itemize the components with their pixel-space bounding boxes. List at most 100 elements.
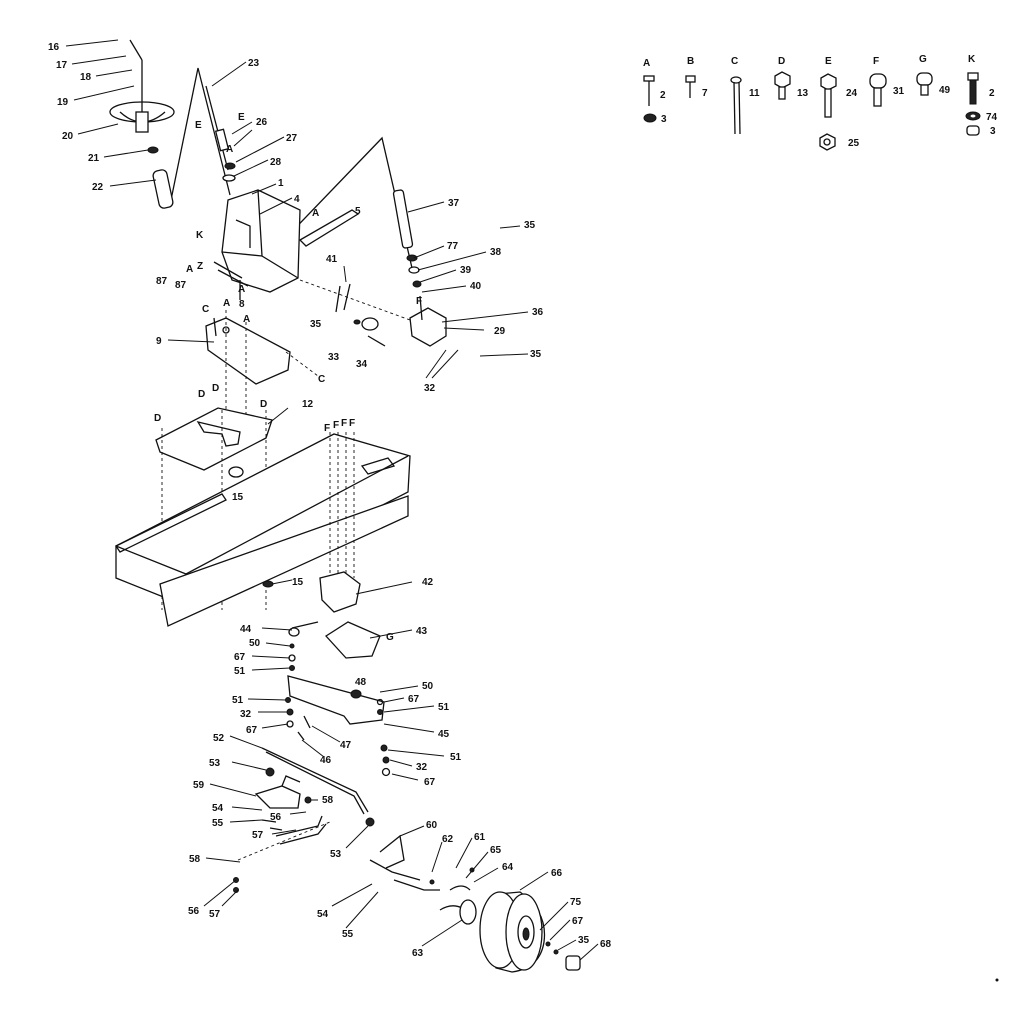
label-55-a: 55 [212, 818, 224, 829]
label-34: 34 [356, 359, 368, 370]
label-44: 44 [240, 624, 252, 635]
hw-letter-g: G [919, 54, 927, 65]
label-c-2: C [318, 374, 325, 385]
label-32-c: 32 [416, 762, 428, 773]
steering-wheel-icon [109, 39, 175, 133]
hw-number-g: 49 [939, 85, 951, 96]
label-k: K [196, 230, 204, 241]
label-f-1: F [324, 423, 330, 434]
nut-a-icon [643, 113, 657, 123]
label-z: Z [197, 261, 203, 272]
bolt-c-icon [730, 76, 742, 135]
label-35-a: 35 [524, 220, 536, 231]
label-32-a: 32 [424, 383, 436, 394]
label-67-a: 67 [234, 652, 246, 663]
hw-letter-e: E [825, 56, 832, 67]
hw-letter-f: F [873, 56, 879, 67]
label-50-a: 50 [249, 638, 261, 649]
label-35-c: 35 [530, 349, 542, 360]
bolt-a-icon [643, 75, 655, 106]
hardware-legend: A 2 3 B 7 C 11 D 13 [643, 54, 998, 151]
nut-k-icon [966, 125, 980, 136]
label-5: 5 [355, 206, 361, 217]
bolt-d-icon [774, 71, 791, 100]
hw-number-d: 13 [797, 88, 809, 99]
label-58-b: 58 [189, 854, 201, 865]
label-28: 28 [270, 157, 282, 168]
label-29: 29 [494, 326, 506, 337]
wheel-icon [479, 891, 546, 973]
label-16: 16 [48, 42, 60, 53]
label-35-b: 35 [310, 319, 322, 330]
label-12: 12 [302, 399, 314, 410]
label-63: 63 [412, 948, 424, 959]
label-g: G [386, 632, 394, 643]
label-65: 65 [490, 845, 502, 856]
label-51-c: 51 [232, 695, 244, 706]
label-a-2: A [226, 144, 233, 155]
label-c-1: C [202, 304, 209, 315]
bolt-e-icon [820, 73, 837, 118]
label-9: 9 [156, 336, 162, 347]
label-27: 27 [286, 133, 298, 144]
hw-number-a: 2 [660, 90, 666, 101]
label-36: 36 [532, 307, 544, 318]
label-d-2: D [212, 383, 219, 394]
label-68: 68 [600, 939, 612, 950]
bolt-f-icon [869, 73, 887, 107]
label-43: 43 [416, 626, 428, 637]
label-56-b: 56 [188, 906, 200, 917]
hw-letter-c: C [731, 56, 738, 67]
label-55-b: 55 [342, 929, 354, 940]
label-21: 21 [88, 153, 100, 164]
hw-number-c: 11 [749, 88, 760, 99]
label-f-4: F [349, 418, 355, 429]
label-f-2: F [333, 420, 339, 431]
hw-extra-e: 25 [848, 138, 860, 149]
label-17: 17 [56, 60, 68, 71]
nut-e-icon [819, 133, 836, 151]
label-37: 37 [448, 198, 460, 209]
steering-assembly [109, 39, 447, 347]
label-56-a: 56 [270, 812, 282, 823]
label-38: 38 [490, 247, 502, 258]
label-15-a: 15 [232, 492, 244, 503]
label-52: 52 [213, 733, 225, 744]
label-20: 20 [62, 131, 74, 142]
hw-letter-a: A [643, 58, 650, 69]
hw-letter-d: D [778, 56, 785, 67]
label-58-a: 58 [322, 795, 334, 806]
label-a-3: A [186, 264, 193, 275]
label-51-b: 51 [438, 702, 450, 713]
label-47: 47 [340, 740, 352, 751]
plates-assembly [155, 310, 319, 610]
label-67-d: 67 [424, 777, 436, 788]
label-66: 66 [551, 868, 563, 879]
label-18: 18 [80, 72, 92, 83]
label-d-4: D [154, 413, 161, 424]
callout-labels: 16 17 18 19 20 21 22 23 26 27 28 1 4 5 K… [48, 42, 612, 959]
label-f-3: F [341, 418, 347, 429]
label-77: 77 [447, 241, 459, 252]
label-57-b: 57 [209, 909, 221, 920]
label-62: 62 [442, 834, 454, 845]
label-39: 39 [460, 265, 472, 276]
label-a-4: A [238, 284, 245, 295]
label-23: 23 [248, 58, 260, 69]
label-1: 1 [278, 178, 284, 189]
label-60: 60 [426, 820, 438, 831]
label-19: 19 [57, 97, 69, 108]
washer-k-icon [965, 111, 981, 121]
label-87-b: 87 [175, 280, 187, 291]
hw-number-e: 24 [846, 88, 858, 99]
label-a-1: A [312, 208, 319, 219]
hw-extra-a: 3 [661, 114, 667, 125]
bolt-k-icon [967, 72, 979, 105]
column-boot-icon [147, 146, 174, 209]
label-67-b: 67 [408, 694, 420, 705]
label-51-a: 51 [234, 666, 246, 677]
hw-extra2-k: 3 [990, 126, 996, 137]
hw-number-b: 7 [702, 88, 708, 99]
label-46: 46 [320, 755, 332, 766]
